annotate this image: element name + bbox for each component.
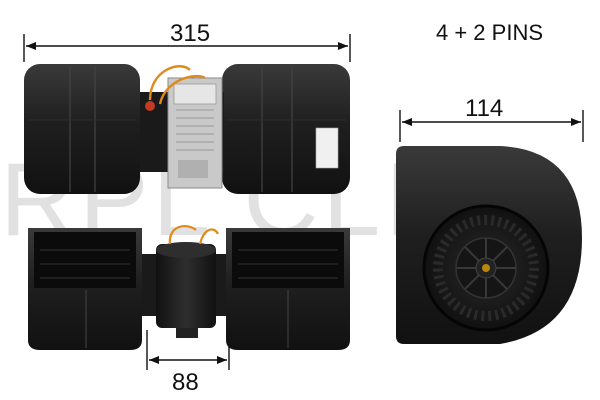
dimension-315-line <box>23 34 351 62</box>
dimension-88-line <box>146 330 230 370</box>
wire-harness <box>148 65 206 105</box>
dimension-114-label: 114 <box>465 95 504 122</box>
dimension-114-line <box>399 110 584 142</box>
outlet-view-blower <box>28 225 350 350</box>
connector-pins-label: 4 + 2 PINS <box>436 20 544 45</box>
top-view-blower <box>24 64 350 194</box>
dimension-88-label: 88 <box>172 369 199 396</box>
side-view-blower <box>396 146 582 344</box>
dimension-315-label: 315 <box>170 20 211 47</box>
resistor-module <box>167 77 223 189</box>
